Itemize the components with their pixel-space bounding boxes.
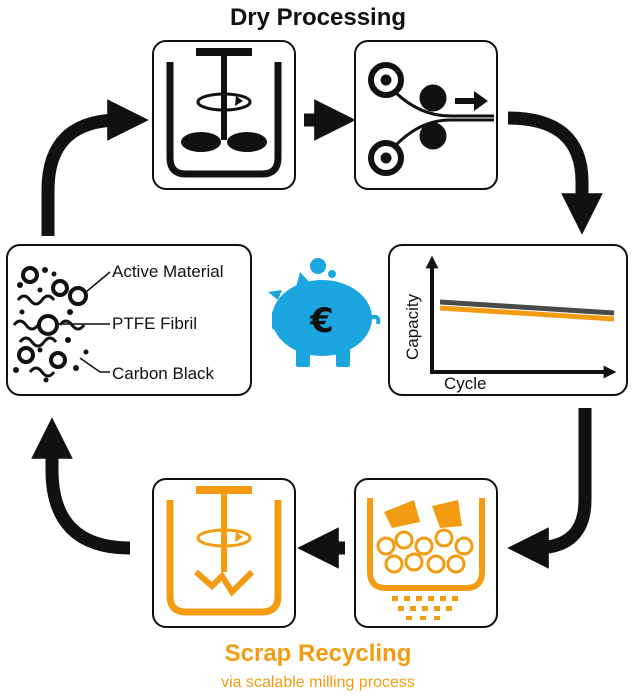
- electrode-structure-icon: [12, 266, 111, 383]
- label-ptfe-fibril: PTFE Fibril: [112, 314, 197, 333]
- x-axis-label: Cycle: [444, 374, 487, 393]
- arrow-left-up: [41, 99, 149, 236]
- capacity-chart: Capacity Cycle: [403, 255, 617, 393]
- calender-icon: [368, 62, 494, 176]
- arrow-right-down: [507, 408, 592, 569]
- mixer-icon: [166, 48, 282, 178]
- diagram-title: Dry Processing: [229, 4, 407, 31]
- cycle-arrows: [31, 99, 603, 569]
- label-carbon-black: Carbon Black: [112, 364, 215, 383]
- arrow-left-up-bottom: [31, 417, 131, 555]
- series-dark-line: [439, 299, 615, 316]
- piggy-bank-icon: €: [268, 258, 381, 367]
- arrow-calender-down: [507, 111, 603, 235]
- label-active-material: Active Material: [112, 262, 224, 281]
- series-orange-line: [439, 305, 615, 322]
- recycling-subtitle: via scalable milling process: [221, 674, 415, 691]
- recycle-mixer-icon: [166, 486, 282, 616]
- recycling-title: Scrap Recycling: [224, 640, 412, 667]
- euro-symbol: €: [309, 301, 334, 341]
- y-axis-label: Capacity: [403, 293, 422, 360]
- mill-icon: [367, 498, 485, 620]
